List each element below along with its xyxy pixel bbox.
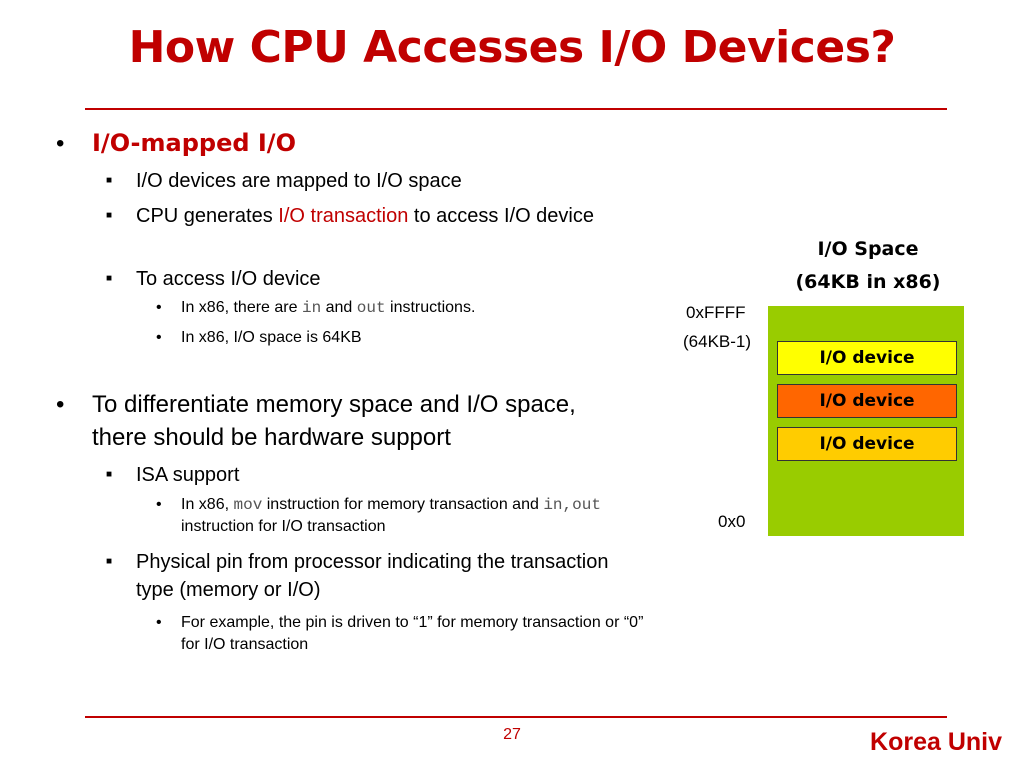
sub-bullet: ■ Physical pin from processor indicating…: [106, 548, 646, 604]
sub-sub-bullet: • In x86, mov instruction for memory tra…: [156, 494, 646, 538]
sub-bullet-text: CPU generates I/O transaction to access …: [136, 205, 594, 227]
bullet-io-mapped: • I/O-mapped I/O: [56, 127, 636, 160]
bullet-dot-icon: •: [156, 614, 162, 631]
sub-sub-bullet-text: In x86, mov instruction for memory trans…: [181, 496, 601, 535]
sub-sub-bullet: • In x86, there are in and out instructi…: [156, 297, 646, 319]
io-device-block: I/O device: [777, 427, 957, 461]
sub-sub-bullet-text: In x86, there are in and out instruction…: [181, 299, 476, 317]
bottom-address-label: 0x0: [718, 512, 746, 531]
sub-bullet: ■ I/O devices are mapped to I/O space: [106, 167, 646, 195]
page-number: 27: [503, 726, 521, 743]
sub-sub-bullet-text: For example, the pin is driven to “1” fo…: [181, 614, 644, 653]
square-bullet-icon: ■: [106, 469, 113, 480]
sub-sub-bullet-text: In x86, I/O space is 64KB: [181, 329, 362, 346]
sub-bullet-text: To access I/O device: [136, 268, 321, 290]
brand-label: Korea Univ: [870, 728, 1002, 756]
sub-bullet: ■ CPU generates I/O transaction to acces…: [106, 202, 646, 230]
square-bullet-icon: ■: [106, 556, 113, 567]
bullet-dot-icon: •: [156, 299, 162, 316]
top-address-label: 0xFFFF: [686, 303, 746, 322]
sub-sub-bullet: • For example, the pin is driven to “1” …: [156, 612, 646, 656]
io-device-block: I/O device: [777, 384, 957, 418]
sub-bullet-text: Physical pin from processor indicating t…: [136, 551, 609, 601]
sub-bullet-text: I/O devices are mapped to I/O space: [136, 170, 462, 192]
bullet-text: To differentiate memory space and I/O sp…: [92, 391, 576, 451]
sub-bullet: ■ ISA support: [106, 461, 646, 489]
bullet-heading: I/O-mapped I/O: [92, 129, 296, 157]
square-bullet-icon: ■: [106, 175, 113, 186]
bullet-dot-icon: •: [56, 391, 65, 418]
bullet-dot-icon: •: [156, 329, 162, 346]
highlight-io-transaction: I/O transaction: [278, 205, 409, 227]
top-address-note: (64KB-1): [683, 332, 752, 351]
bullet-hardware-support: • To differentiate memory space and I/O …: [56, 388, 636, 454]
bullet-dot-icon: •: [56, 130, 65, 157]
io-device-block: I/O device: [777, 341, 957, 375]
square-bullet-icon: ■: [106, 210, 113, 221]
sub-sub-bullet: • In x86, I/O space is 64KB: [156, 327, 646, 349]
io-space-title: I/O Space: [817, 238, 919, 260]
io-space-subtitle: (64KB in x86): [795, 271, 941, 293]
slide-title: How CPU Accesses I/O Devices?: [128, 22, 896, 73]
footer-divider: [85, 716, 947, 718]
sub-bullet-text: ISA support: [136, 464, 240, 486]
title-divider: [85, 108, 947, 110]
bullet-dot-icon: •: [156, 496, 162, 513]
sub-bullet: ■ To access I/O device: [106, 265, 646, 293]
square-bullet-icon: ■: [106, 273, 113, 284]
